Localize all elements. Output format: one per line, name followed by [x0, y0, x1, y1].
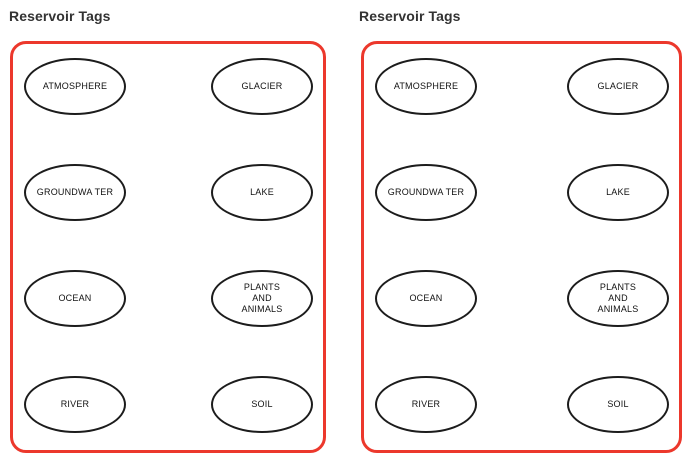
panel-title-left: Reservoir Tags [9, 8, 111, 24]
tag-atmosphere-label: ATMOSPHERE [42, 80, 108, 91]
panel-title-right: Reservoir Tags [359, 8, 461, 24]
reservoir-tags-panel-left: ATMOSPHERE GLACIER GROUNDWA TER LAKE OCE… [10, 41, 326, 453]
tag-soil-label: SOIL [251, 398, 273, 409]
tag-lake[interactable]: LAKE [567, 164, 669, 221]
tag-groundwater-label: GROUNDWA TER [387, 186, 465, 197]
tag-groundwater[interactable]: GROUNDWA TER [24, 164, 126, 221]
tag-groundwater[interactable]: GROUNDWA TER [375, 164, 477, 221]
tag-groundwater-label: GROUNDWA TER [36, 186, 114, 197]
tag-ocean-label: OCEAN [409, 292, 443, 303]
tag-plants-and-animals-label: PLANTS AND ANIMALS [241, 281, 283, 315]
tag-soil-label: SOIL [607, 398, 629, 409]
reservoir-tags-panel-right: ATMOSPHERE GLACIER GROUNDWA TER LAKE OCE… [361, 41, 682, 453]
tag-ocean[interactable]: OCEAN [24, 270, 126, 327]
tag-atmosphere[interactable]: ATMOSPHERE [24, 58, 126, 115]
tag-plants-and-animals-label: PLANTS AND ANIMALS [597, 281, 639, 315]
tag-glacier-label: GLACIER [241, 80, 283, 91]
tag-plants-and-animals[interactable]: PLANTS AND ANIMALS [567, 270, 669, 327]
tag-ocean[interactable]: OCEAN [375, 270, 477, 327]
tag-plants-and-animals[interactable]: PLANTS AND ANIMALS [211, 270, 313, 327]
tag-glacier[interactable]: GLACIER [567, 58, 669, 115]
tag-ocean-label: OCEAN [58, 292, 92, 303]
tag-soil[interactable]: SOIL [567, 376, 669, 433]
tag-lake-label: LAKE [250, 186, 274, 197]
tag-lake[interactable]: LAKE [211, 164, 313, 221]
tag-atmosphere[interactable]: ATMOSPHERE [375, 58, 477, 115]
tag-river-label: RIVER [60, 398, 90, 409]
tag-river[interactable]: RIVER [24, 376, 126, 433]
tag-lake-label: LAKE [606, 186, 630, 197]
tag-soil[interactable]: SOIL [211, 376, 313, 433]
tag-glacier[interactable]: GLACIER [211, 58, 313, 115]
tag-atmosphere-label: ATMOSPHERE [393, 80, 459, 91]
tag-river[interactable]: RIVER [375, 376, 477, 433]
tag-river-label: RIVER [411, 398, 441, 409]
tag-glacier-label: GLACIER [597, 80, 639, 91]
